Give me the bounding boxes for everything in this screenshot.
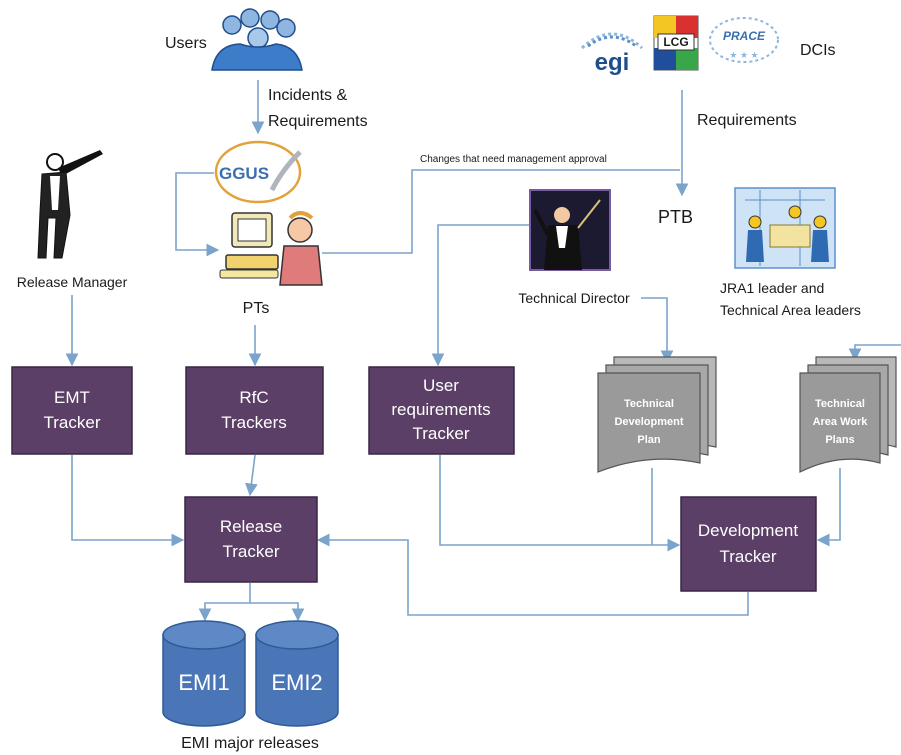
technical-area-work-plans-document: Technical Area Work Plans [799,356,897,473]
dcis-label: DCIs [800,42,836,59]
lcg-logo: LCG [653,15,699,71]
arrow-jra1-to-tawp [848,344,901,362]
line-approval-to-ptb [322,169,680,254]
ggus-logo-text: GGUS [219,164,269,183]
jra1-label-line2: Technical Area leaders [720,302,861,318]
jra1-team-builders-icon [734,187,836,269]
rfc-trackers-box: RfC Trackers [185,366,324,455]
release-manager-label: Release Manager [17,274,128,290]
arrow-emt-to-release [71,455,185,547]
user-req-tracker-line1: User [423,376,459,395]
development-tracker-box: Development Tracker [680,496,817,592]
emi1-label: EMI1 [178,670,229,695]
prace-logo-text: PRACE [723,29,766,43]
technical-development-plan-document: Technical Development Plan [597,356,717,473]
release-tracker-box: Release Tracker [184,496,318,583]
user-req-tracker-line3: Tracker [413,424,470,443]
emi2-database: EMI2 [255,620,339,727]
release-tracker-line1: Release [220,517,282,536]
arrow-tawp-to-development [816,468,841,547]
requirements-label: Requirements [697,112,797,129]
rfc-trackers-line2: Trackers [221,413,287,432]
user-req-tracker-line2: requirements [391,400,490,419]
arrow-release-to-emi2 [250,602,305,622]
arrow-user-req-to-development [439,455,681,552]
approval-label: Changes that need management approval [420,154,607,165]
egi-logo-text: egi [595,49,630,76]
release-tracker-line2: Tracker [223,542,280,561]
ptb-label: PTB [658,207,693,227]
tawp-line3: Plans [825,434,854,446]
incidents-label-line2: Requirements [268,113,368,130]
pts-label: PTs [243,300,270,317]
emi1-database: EMI1 [162,620,246,727]
arrow-director-to-tdp [641,297,674,364]
prace-stars-icon: ★ ★ ★ [729,50,758,60]
emt-tracker-line2: Tracker [44,413,101,432]
arrow-development-to-release [316,533,749,616]
tdp-line3: Plan [637,434,661,446]
development-tracker-line1: Development [698,521,798,540]
emi-major-releases-caption: EMI major releases [181,735,319,752]
emt-tracker-line1: EMT [54,388,90,407]
arrow-release-to-emi1 [198,583,251,622]
ggus-logo: GGUS [214,140,302,204]
prace-logo: PRACE ★ ★ ★ [709,17,779,63]
arrow-ggus-to-pts [175,172,220,257]
release-manager-figure-icon [37,150,103,259]
development-tracker-line2: Tracker [720,547,777,566]
tawp-line2: Area Work [813,416,869,428]
tawp-line1: Technical [815,398,865,410]
rfc-trackers-line1: RfC [239,388,268,407]
pts-computer-user-icon [219,211,323,286]
tdp-line2: Development [614,416,683,428]
arrow-director-to-user-req [431,224,530,367]
arrow-rfc-to-release [245,454,258,497]
users-group-icon [211,8,303,71]
lcg-logo-text: LCG [663,35,688,49]
jra1-label-line1: JRA1 leader and [720,280,824,296]
incidents-label-line1: Incidents & [268,87,347,104]
emi2-label: EMI2 [271,670,322,695]
egi-logo: egi [580,32,644,76]
connectors [65,80,901,622]
tdp-line1: Technical [624,398,674,410]
users-label: Users [165,35,207,52]
technical-director-label: Technical Director [518,290,630,306]
emt-tracker-box: EMT Tracker [11,366,133,455]
user-requirements-tracker-box: User requirements Tracker [368,366,515,455]
technical-director-conductor-icon [529,189,611,271]
